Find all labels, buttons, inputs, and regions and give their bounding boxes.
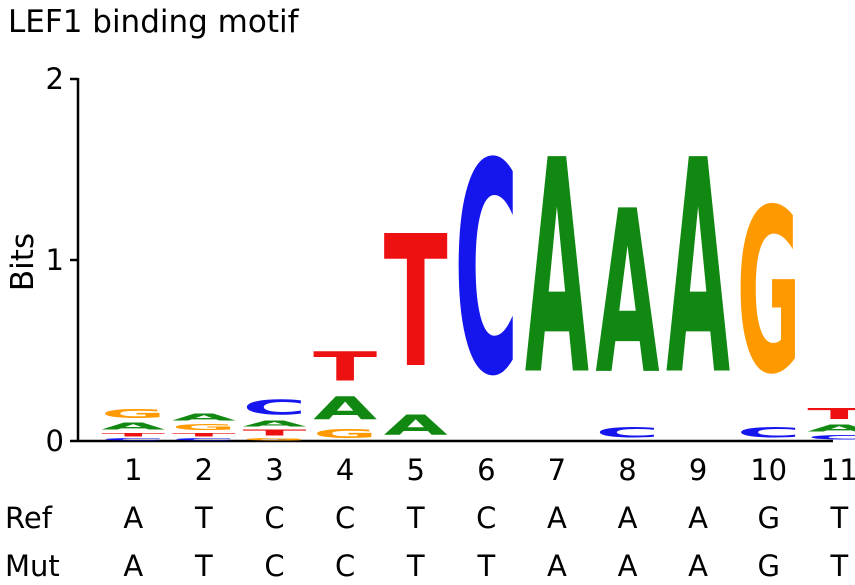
x-tick-label: 11 bbox=[821, 453, 855, 487]
row-label-mut: Mut bbox=[5, 549, 60, 583]
row-base: G bbox=[757, 549, 779, 583]
logo-letter-g: G bbox=[101, 407, 165, 421]
logo-letter-a: A bbox=[807, 423, 855, 434]
logo-letter-a: A bbox=[596, 163, 660, 424]
logo-letter-g: G bbox=[243, 437, 307, 441]
logo-letter-c: C bbox=[172, 437, 236, 441]
x-tick-label: 8 bbox=[618, 453, 636, 487]
row-base: A bbox=[547, 501, 567, 535]
logo-letter-a: A bbox=[525, 98, 589, 440]
row-base: A bbox=[123, 549, 143, 583]
row-base: A bbox=[123, 501, 143, 535]
logo-letter-a: A bbox=[313, 390, 377, 426]
axes: 0 1 2 bbox=[46, 62, 833, 458]
logo-letter-t: T bbox=[313, 344, 377, 391]
row-base: C bbox=[264, 501, 284, 535]
y-tick-label: 1 bbox=[46, 243, 64, 277]
row-base: T bbox=[194, 501, 213, 535]
row-base: T bbox=[406, 549, 425, 583]
x-tick-label: 9 bbox=[689, 453, 707, 487]
x-tick-label: 5 bbox=[406, 453, 424, 487]
row-base: T bbox=[194, 549, 213, 583]
x-tick-label: 1 bbox=[124, 453, 142, 487]
row-base: A bbox=[547, 549, 567, 583]
logo-letter-a: A bbox=[243, 419, 308, 428]
x-tick-label: 7 bbox=[548, 453, 566, 487]
logo-letter-c: C bbox=[596, 425, 660, 441]
logo-letter-t: T bbox=[101, 432, 165, 437]
x-tick-label: 4 bbox=[336, 453, 354, 487]
logo-letter-g: G bbox=[172, 423, 236, 432]
logo-letter-c: C bbox=[243, 396, 307, 420]
logo-letter-a: A bbox=[101, 421, 166, 432]
logo-letter-c: C bbox=[807, 434, 855, 441]
logo-letter-c: C bbox=[101, 437, 165, 441]
x-tick-labels: 1 2 3 4 5 6 7 8 9 10 11 bbox=[124, 453, 855, 487]
row-base: T bbox=[829, 501, 848, 535]
logo-letter-c: C bbox=[737, 425, 801, 441]
logo-letter-t: T bbox=[384, 197, 448, 408]
logo-stacks: CTAGCTGAGTACGATATCACAACGCAT bbox=[101, 98, 855, 441]
row-base: A bbox=[618, 549, 638, 583]
row-base: C bbox=[264, 549, 284, 583]
row-base-mutated: T bbox=[476, 549, 495, 583]
logo-letter-t: T bbox=[243, 428, 308, 437]
row-base: C bbox=[335, 501, 355, 535]
row-base: C bbox=[335, 549, 355, 583]
row-base: T bbox=[829, 549, 848, 583]
logo-letter-t: T bbox=[807, 405, 855, 423]
chart-title: LEF1 binding motif bbox=[8, 4, 300, 40]
row-base: C bbox=[476, 501, 496, 535]
y-tick-label: 2 bbox=[46, 62, 64, 96]
logo-letter-a: A bbox=[666, 98, 730, 440]
y-tick-label: 0 bbox=[46, 424, 64, 458]
logo-letter-t: T bbox=[172, 432, 236, 437]
row-label-ref: Ref bbox=[5, 501, 53, 535]
logo-letter-a: A bbox=[384, 409, 448, 441]
y-axis-label: Bits bbox=[5, 233, 41, 291]
x-tick-label: 3 bbox=[265, 453, 283, 487]
logo-letter-c: C bbox=[454, 102, 518, 441]
logo-letter-a: A bbox=[172, 412, 237, 423]
logo-letter-g: G bbox=[313, 427, 377, 441]
row-base: G bbox=[757, 501, 779, 535]
logo-letter-g: G bbox=[737, 161, 801, 424]
row-base: A bbox=[688, 501, 708, 535]
row-base: A bbox=[618, 501, 638, 535]
row-base: A bbox=[688, 549, 708, 583]
row-base: T bbox=[406, 501, 425, 535]
x-tick-label: 6 bbox=[477, 453, 495, 487]
x-tick-label: 2 bbox=[195, 453, 213, 487]
x-tick-label: 10 bbox=[750, 453, 787, 487]
